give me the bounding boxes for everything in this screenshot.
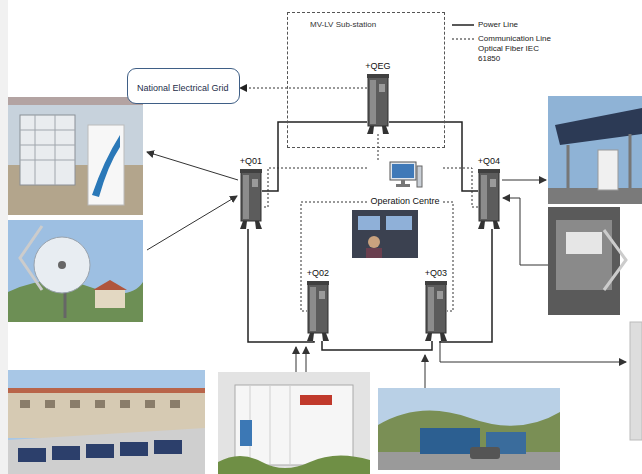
site-photo	[8, 220, 143, 322]
site-photo	[8, 370, 205, 474]
site-photo	[630, 322, 642, 440]
node-label: Operation Centre	[370, 195, 439, 207]
node-label: MV-LV Sub-station	[310, 20, 376, 30]
leader-arrows	[147, 152, 626, 388]
control-room-photo	[352, 210, 418, 258]
grid-box: National Electrical Grid	[127, 68, 240, 104]
site-photo	[8, 97, 143, 215]
computer-icon	[387, 160, 423, 190]
cabinet-label: +Q01	[240, 155, 262, 167]
switchgear-cabinet	[425, 281, 447, 341]
switchgear-cabinet	[367, 74, 389, 134]
communication-line	[262, 168, 367, 207]
site-photo	[378, 388, 560, 470]
side-band	[0, 0, 8, 474]
power-line	[389, 122, 478, 191]
communication-line	[443, 168, 478, 207]
cabinet-label: +QEG	[365, 60, 390, 72]
communication-line	[378, 134, 379, 160]
cabinet-label: +Q04	[478, 155, 500, 167]
legend-text: Power Line	[478, 20, 562, 30]
power-line	[322, 341, 432, 350]
communication-line	[240, 88, 367, 89]
switchgear-cabinet	[478, 169, 500, 229]
switchgear-node: +QEG	[363, 55, 393, 134]
switchgear-node: +Q01	[238, 150, 265, 229]
site-photo	[548, 207, 620, 315]
legend-row: Communication Line Optical Fiber IEC 618…	[452, 34, 562, 64]
cabinet-label: +Q02	[307, 267, 329, 279]
node-label: National Electrical Grid	[137, 83, 229, 94]
switchgear-cabinet	[240, 169, 262, 229]
switchgear-node: +Q03	[423, 262, 450, 341]
power-line	[440, 229, 492, 342]
switchgear-cabinet	[307, 281, 329, 341]
legend: Power LineCommunication Line Optical Fib…	[452, 20, 562, 68]
switchgear-node: +Q02	[305, 262, 332, 341]
legend-line-sample	[452, 20, 474, 30]
site-photo	[548, 96, 642, 204]
power-line	[248, 229, 314, 342]
legend-text: Communication Line Optical Fiber IEC 618…	[478, 34, 562, 64]
substation-region: MV-LV Sub-station +QEG	[287, 12, 445, 148]
legend-line-sample	[452, 34, 474, 44]
switchgear-node: +Q04	[476, 150, 503, 229]
site-photo	[218, 372, 370, 474]
operation-centre: Operation Centre	[367, 160, 443, 208]
nav-chevron	[20, 226, 42, 290]
power-line	[262, 122, 367, 191]
nav-chevron	[604, 230, 626, 290]
cabinet-label: +Q03	[425, 267, 447, 279]
legend-row: Power Line	[452, 20, 562, 30]
